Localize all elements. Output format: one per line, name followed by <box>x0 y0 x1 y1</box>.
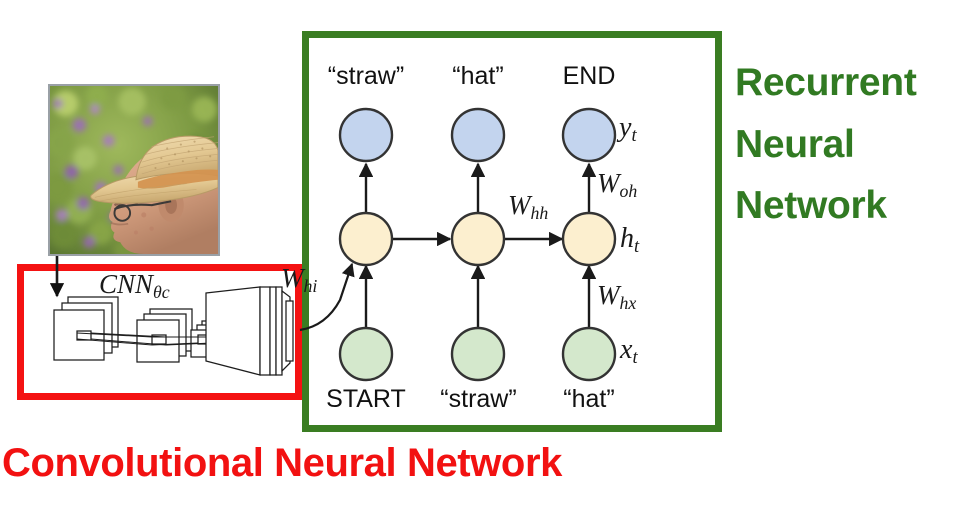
input-label-2: “straw” <box>440 385 517 413</box>
clipped-top-text <box>250 0 257 19</box>
input-label-3: “hat” <box>563 385 615 413</box>
weight-label-whh: Whh <box>508 190 549 223</box>
output-variable-label: yt <box>619 112 637 146</box>
input-variable-label: xt <box>620 334 638 368</box>
weight-label-woh: Woh <box>597 168 638 201</box>
cnn-architecture-illustration <box>24 271 295 393</box>
weight-label-whi: Whi <box>281 263 318 296</box>
rnn-title-line-3: Network <box>735 184 887 228</box>
rnn-highlight-box <box>302 31 722 432</box>
rnn-title-line-2: Neural <box>735 122 855 166</box>
input-label-1: START <box>326 385 406 413</box>
hidden-variable-label: ht <box>620 223 640 257</box>
rnn-title: Recurrent Neural Network <box>735 52 963 237</box>
output-label-3: END <box>562 62 616 90</box>
cnn-module-label: CNNθc <box>99 269 170 302</box>
rnn-title-line-1: Recurrent <box>735 61 917 104</box>
output-label-2: “hat” <box>452 62 504 90</box>
input-image-photo <box>48 84 220 256</box>
photo-illustration <box>50 86 218 254</box>
weight-label-whx: Whx <box>597 280 637 313</box>
cnn-highlight-box <box>17 264 302 400</box>
cnn-title: Convolutional Neural Network <box>2 441 562 485</box>
output-label-1: “straw” <box>327 62 405 90</box>
